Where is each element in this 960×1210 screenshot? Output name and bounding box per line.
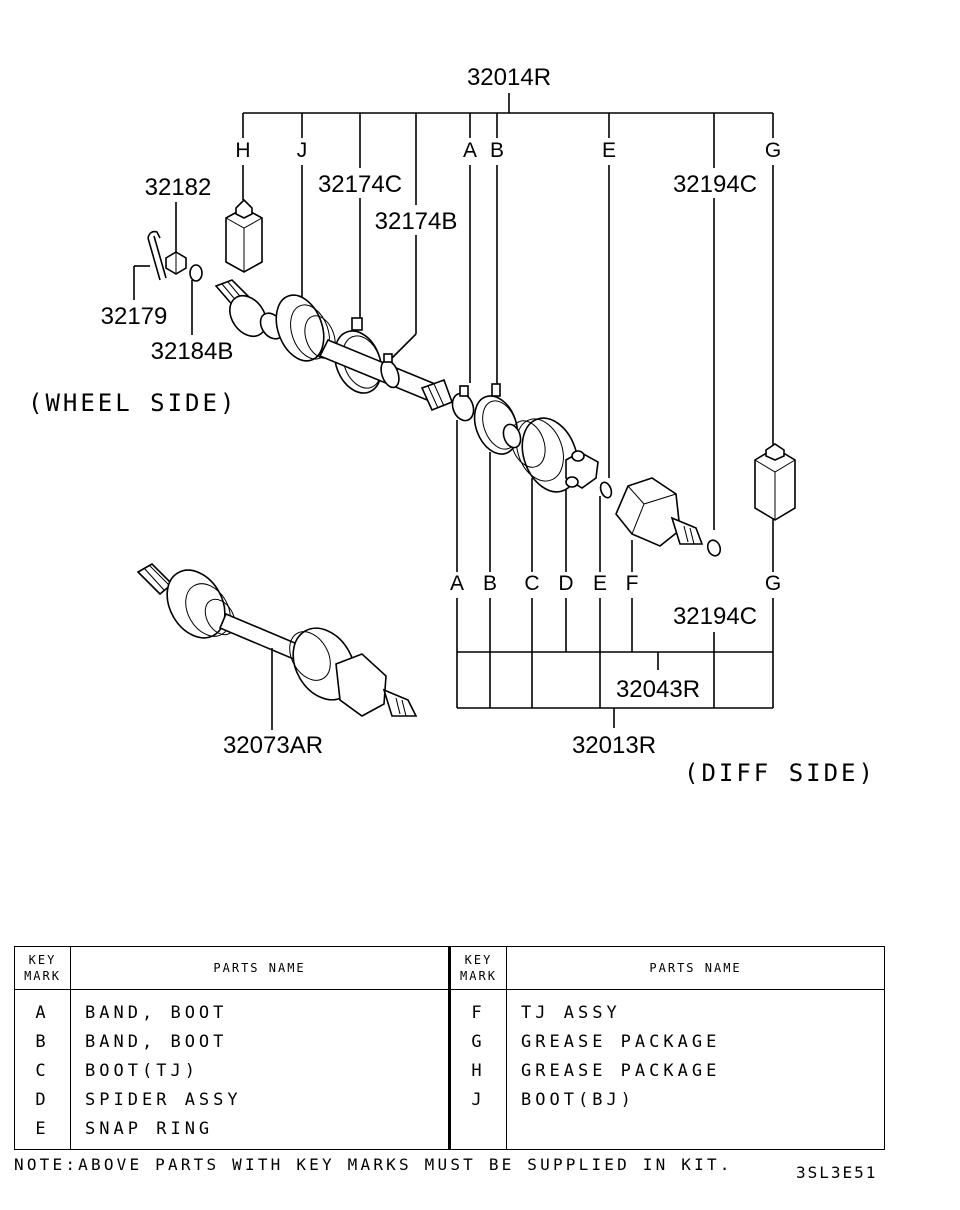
key-cell: E <box>13 1114 72 1150</box>
key-cell: G <box>447 1027 508 1056</box>
label-32174B: 32174B <box>375 208 458 235</box>
header-parts-name-right: PARTS NAME <box>506 946 885 990</box>
name-cell: BOOT(TJ) <box>70 1056 450 1085</box>
table-row: C BOOT(TJ) H GREASE PACKAGE <box>13 1056 885 1085</box>
boot-bj <box>275 294 336 362</box>
band-32174B <box>380 353 400 389</box>
spider-assy-d <box>565 450 599 489</box>
key-cell: A <box>13 989 72 1027</box>
wheel-side-label: (WHEEL SIDE) <box>28 389 237 417</box>
top-mark-b: B <box>490 139 504 162</box>
label-32073AR: 32073AR <box>223 732 323 759</box>
name-cell: BOOT(BJ) <box>506 1085 885 1114</box>
label-32182: 32182 <box>145 174 212 201</box>
table-row: D SPIDER ASSY J BOOT(BJ) <box>13 1085 885 1114</box>
name-cell: TJ ASSY <box>506 989 885 1027</box>
bottom-mark-b: B <box>483 572 497 595</box>
header-parts-name-left: PARTS NAME <box>70 946 450 990</box>
kit-note: NOTE:ABOVE PARTS WITH KEY MARKS MUST BE … <box>14 1155 733 1174</box>
boot-tj-c <box>502 417 579 493</box>
band-boot-b <box>473 383 519 455</box>
label-32184B: 32184B <box>151 338 234 365</box>
key-cell: C <box>13 1056 72 1085</box>
table-row: E SNAP RING <box>13 1114 885 1150</box>
label-32013R: 32013R <box>572 732 656 759</box>
table-row: A BAND, BOOT F TJ ASSY <box>13 989 885 1027</box>
diff-side-label: (DIFF SIDE) <box>684 759 876 787</box>
bottom-mark-f: F <box>626 572 639 595</box>
label-32043R: 32043R <box>616 676 700 703</box>
key-cell: F <box>447 989 508 1027</box>
bottom-mark-c: C <box>524 572 539 595</box>
name-cell: GREASE PACKAGE <box>506 1027 885 1056</box>
tj-assy-f <box>615 477 704 547</box>
label-32179: 32179 <box>101 303 168 330</box>
name-cell <box>506 1114 885 1150</box>
washer <box>189 264 203 282</box>
label-32194C-top: 32194C <box>673 171 757 198</box>
key-cell: J <box>447 1085 508 1114</box>
bottom-mark-d: D <box>558 572 573 595</box>
top-mark-g: G <box>765 139 781 162</box>
snap-ring-e <box>599 481 613 499</box>
name-cell: BAND, BOOT <box>70 1027 450 1056</box>
top-mark-a: A <box>463 139 477 162</box>
grease-package-g <box>754 443 796 521</box>
top-mark-e: E <box>602 139 616 162</box>
grease-package-h <box>225 198 263 273</box>
hub-nut <box>165 251 187 275</box>
key-cell: D <box>13 1085 72 1114</box>
bottom-mark-e: E <box>593 572 607 595</box>
name-cell: SNAP RING <box>70 1114 450 1150</box>
key-cell: B <box>13 1027 72 1056</box>
name-cell: SPIDER ASSY <box>70 1085 450 1114</box>
label-32194C-bottom: 32194C <box>673 603 757 630</box>
table-row: B BAND, BOOT G GREASE PACKAGE <box>13 1027 885 1056</box>
key-cell: H <box>447 1056 508 1085</box>
shaft-spline <box>420 378 454 412</box>
name-cell: GREASE PACKAGE <box>506 1056 885 1085</box>
label-32174C: 32174C <box>318 171 402 198</box>
bracket-32043R <box>456 598 774 728</box>
cotter-pin <box>147 230 167 281</box>
o-ring-32194C <box>706 539 722 557</box>
diagram-code: 3SL3E51 <box>796 1163 878 1182</box>
bottom-mark-g: G <box>765 572 781 595</box>
bracket-32014R <box>242 93 774 205</box>
drive-shaft-assembly <box>136 563 418 717</box>
name-cell: BAND, BOOT <box>70 989 450 1027</box>
top-mark-h: H <box>235 139 250 162</box>
label-32014R: 32014R <box>467 64 551 91</box>
top-mark-j: J <box>297 139 308 162</box>
key-cell <box>447 1114 508 1150</box>
band-boot-a <box>451 385 475 422</box>
bottom-mark-a: A <box>450 572 464 595</box>
